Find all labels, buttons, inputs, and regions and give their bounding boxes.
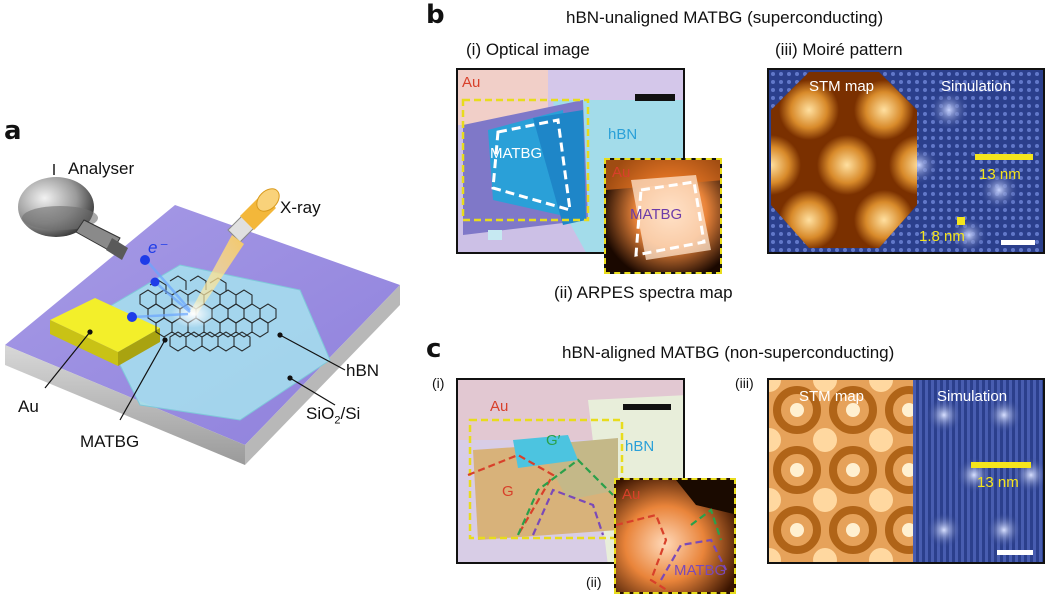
b-arpes-matbg-label: MATBG — [630, 206, 683, 223]
c-moire-scale-label: 13 nm — [977, 474, 1019, 491]
panel-b-letter: b — [426, 0, 445, 30]
xray-label: X-ray — [280, 198, 321, 217]
electron-dot-2 — [150, 277, 160, 287]
c-moire-sim-label: Simulation — [937, 388, 1008, 405]
electron-dot-1 — [140, 255, 150, 265]
sio2-sub: 2 — [334, 414, 341, 427]
sio2-label: SiO2/Si — [306, 404, 360, 426]
c-moire-image: STM map Simulation 13 nm — [767, 378, 1045, 564]
panel-b-sub-iii: (iii) Moiré pattern — [775, 40, 903, 59]
sio2-slab-side-left — [5, 345, 245, 465]
electron-dot-3 — [127, 312, 137, 322]
panel-c-title: hBN-aligned MATBG (non-superconducting) — [562, 343, 895, 362]
sio2-slab-side-right — [245, 285, 400, 465]
hbn-flake — [94, 264, 331, 421]
beam-spot — [171, 300, 215, 328]
c-moire-stm-label: STM map — [799, 388, 865, 405]
b-moire-scale-label-13nm: 13 nm — [979, 166, 1021, 183]
panel-b-title: hBN-unaligned MATBG (superconducting) — [566, 8, 884, 27]
c-optical-g-label: G — [502, 483, 514, 500]
b-moire-scale-1-8nm — [957, 217, 965, 225]
b-moire-scale-13nm — [975, 154, 1033, 160]
au-pad-top — [50, 298, 160, 352]
c-optical-hbn-label: hBN — [625, 438, 655, 455]
matbg-label: MATBG — [80, 432, 140, 451]
b-moire-image: STM map Simulation 13 nm 1.8 nm — [767, 68, 1045, 254]
c-moire-scale-13nm — [971, 462, 1031, 468]
c-arpes-au-label: Au — [622, 486, 641, 503]
c-arpes-matbg-label: MATBG — [674, 562, 727, 579]
b-moire-sim-label: Simulation — [941, 78, 1012, 95]
b-optical-matbg-label: MATBG — [490, 145, 543, 162]
b-moire-scale-label-1-8nm: 1.8 nm — [919, 228, 965, 245]
panel-b-sub-ii: (ii) ARPES spectra map — [554, 283, 733, 302]
b-optical-scale-bar — [635, 94, 675, 101]
panel-b-sub-i: (i) Optical image — [466, 40, 590, 59]
c-stm-map — [769, 380, 913, 562]
c-optical-scale-bar — [623, 404, 671, 410]
panel-c-sub-i: (i) — [432, 375, 445, 391]
au-pad-side — [50, 320, 118, 366]
hbn-label: hBN — [346, 361, 380, 380]
sio2-suffix: /Si — [340, 404, 361, 423]
xray-source — [227, 188, 280, 243]
panel-a-letter: a — [4, 116, 22, 146]
panel-a-schematic — [5, 164, 400, 465]
analyser-icon — [18, 164, 128, 260]
au-pad-side2 — [118, 328, 160, 366]
panel-c-sub-ii: (ii) — [586, 574, 602, 590]
electron-label: e⁻ — [148, 238, 167, 257]
c-moire-white-scale — [997, 550, 1033, 555]
panel-c-sub-iii: (iii) — [735, 375, 754, 391]
sio2-prefix: SiO — [306, 404, 335, 423]
c-optical-gprime-label: G′ — [546, 432, 561, 449]
b-arpes-map: Au MATBG — [604, 158, 722, 274]
xray-beam — [190, 235, 244, 316]
b-arpes-au-label: Au — [612, 164, 631, 181]
c-arpes-map: Au MATBG — [614, 478, 736, 594]
b-moire-white-scale — [1001, 240, 1035, 245]
leader-lines — [44, 329, 346, 421]
b-optical-au-label: Au — [462, 74, 481, 91]
b-moire-stm-label: STM map — [809, 78, 875, 95]
c-optical-au-label: Au — [490, 398, 509, 415]
au-label: Au — [18, 397, 39, 416]
panel-c-letter: c — [426, 334, 442, 364]
analyser-label: Analyser — [68, 159, 135, 178]
b-optical-hbn-label: hBN — [608, 126, 638, 143]
electron-paths — [127, 255, 191, 322]
